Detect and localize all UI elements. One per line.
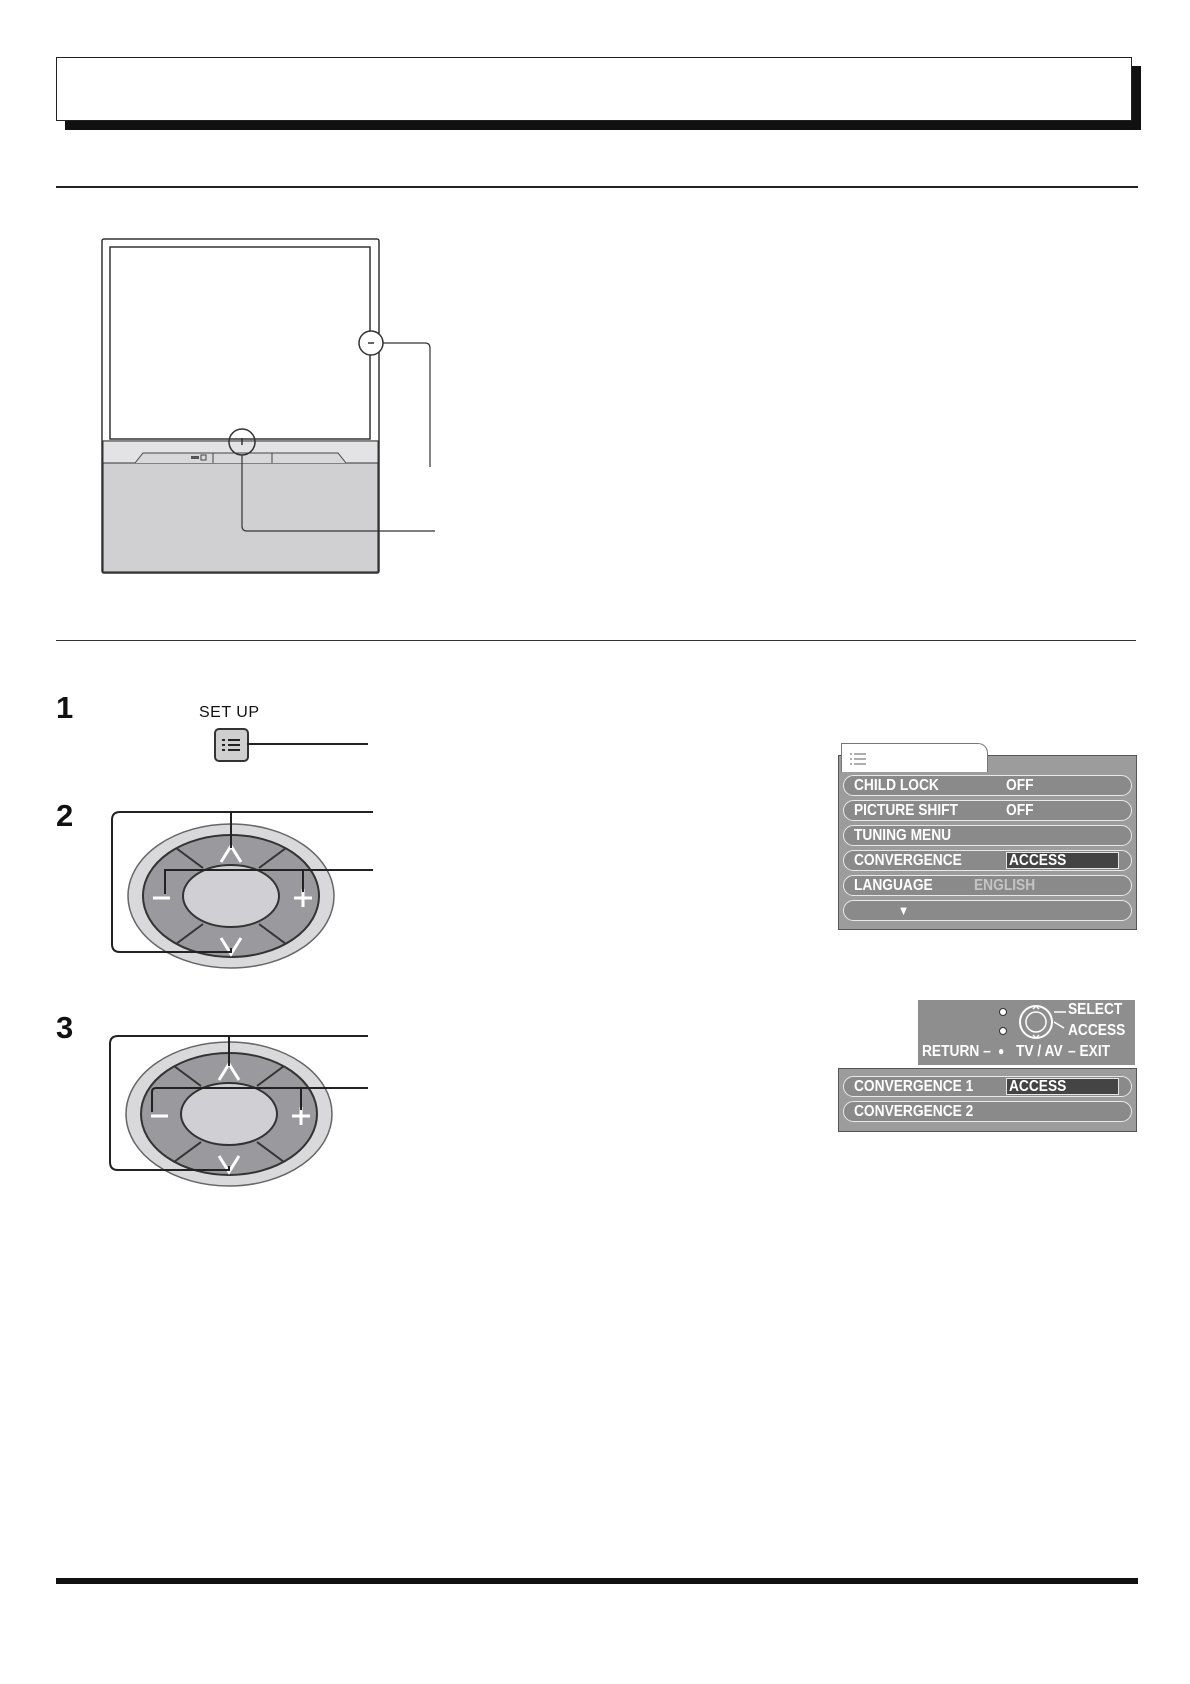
navigation-pad-icon <box>127 823 335 969</box>
nav-access-label: ACCESS <box>1068 1022 1126 1039</box>
footer-rule <box>56 1578 1138 1584</box>
chevron-down-icon <box>219 937 243 957</box>
scroll-down-icon: ▼ <box>898 903 910 918</box>
setup-button[interactable] <box>214 728 249 762</box>
convergence-menu-panel: CONVERGENCE 1 ACCESS CONVERGENCE 2 <box>838 1068 1137 1132</box>
step-number-2: 2 <box>56 798 74 833</box>
menu-row-label: LANGUAGE <box>854 877 933 894</box>
menu-row-language[interactable]: LANGUAGE ENGLISH <box>843 875 1132 896</box>
projection-tv-illustration <box>101 238 435 574</box>
menu-row-label: TUNING MENU <box>854 827 952 844</box>
access-highlight: ACCESS <box>1006 1078 1119 1095</box>
return-dot-icon: ● <box>998 1044 1005 1058</box>
navigation-pad-step3[interactable] <box>106 1026 371 1196</box>
osd-navigation-legend: SELECT ACCESS RETURN – ● TV / AV – EXIT <box>918 1000 1135 1065</box>
step-number-1: 1 <box>56 690 74 725</box>
setup-menu-panel: CHILD LOCK OFF PICTURE SHIFT OFF TUNING … <box>838 743 1137 930</box>
menu-row-tuning-menu[interactable]: TUNING MENU <box>843 825 1132 846</box>
setup-menu-tab <box>841 743 988 772</box>
menu-list-icon <box>222 739 240 751</box>
menu-row-value: ACCESS <box>1009 852 1067 869</box>
menu-list-icon-small <box>850 753 866 765</box>
menu-row-child-lock[interactable]: CHILD LOCK OFF <box>843 775 1132 796</box>
nav-select-label: SELECT <box>1068 1001 1123 1018</box>
header-title-box <box>56 57 1132 121</box>
section-rule-top <box>56 186 1138 188</box>
menu-row-value: OFF <box>1006 802 1034 819</box>
navigation-pad-icon <box>125 1041 333 1187</box>
menu-row-label: CONVERGENCE 2 <box>854 1103 974 1120</box>
menu-row-value: ACCESS <box>1009 1078 1067 1095</box>
menu-row-picture-shift[interactable]: PICTURE SHIFT OFF <box>843 800 1132 821</box>
setup-button-label: SET UP <box>199 704 260 721</box>
menu-row-convergence[interactable]: CONVERGENCE ACCESS <box>843 850 1132 871</box>
menu-row-value: ENGLISH <box>974 877 1036 894</box>
setup-leader-line <box>247 743 368 745</box>
section-rule-middle <box>56 640 1136 641</box>
chevron-down-icon <box>217 1155 241 1175</box>
menu-row-label: CHILD LOCK <box>854 777 939 794</box>
navigation-pad-step2[interactable] <box>108 808 373 978</box>
joystick-icon <box>999 1004 1066 1040</box>
access-highlight: ACCESS <box>1006 852 1119 869</box>
nav-tvav-label: TV / AV <box>1016 1043 1063 1060</box>
menu-row-label: CONVERGENCE 1 <box>854 1078 974 1095</box>
menu-row-value: OFF <box>1006 777 1034 794</box>
nav-exit-label: – EXIT <box>1068 1043 1111 1060</box>
step-number-3: 3 <box>56 1010 74 1045</box>
menu-row-convergence-1[interactable]: CONVERGENCE 1 ACCESS <box>843 1076 1132 1097</box>
nav-return-label: RETURN – <box>922 1043 991 1060</box>
menu-row-more[interactable]: ▼ <box>843 900 1132 921</box>
menu-row-label: CONVERGENCE <box>854 852 962 869</box>
menu-row-label: PICTURE SHIFT <box>854 802 958 819</box>
menu-row-convergence-2[interactable]: CONVERGENCE 2 <box>843 1101 1132 1122</box>
